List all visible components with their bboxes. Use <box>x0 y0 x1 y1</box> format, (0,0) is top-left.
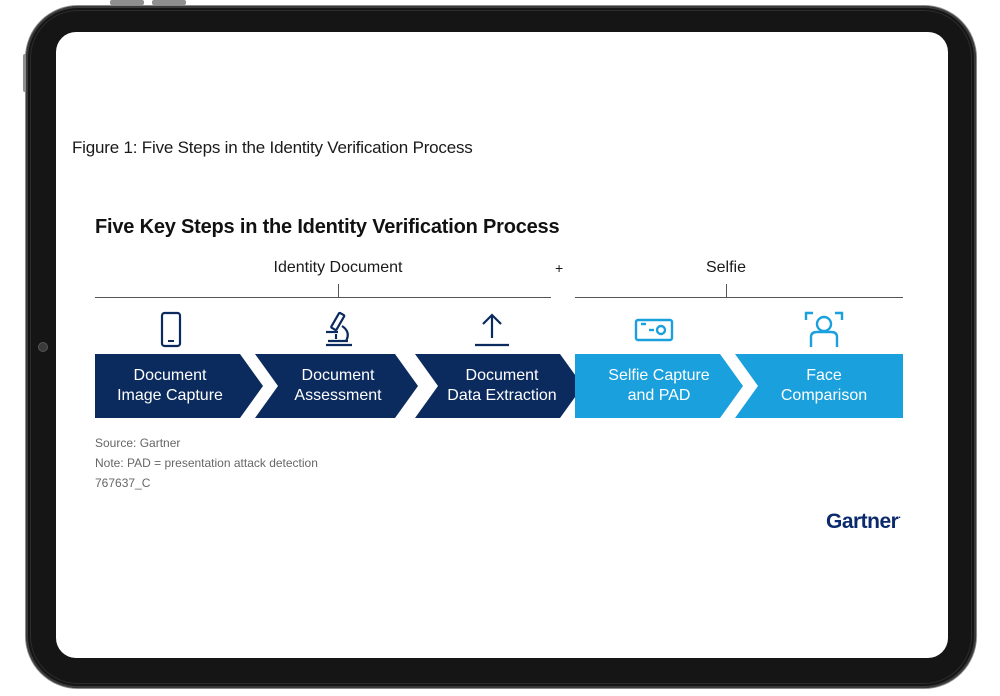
front-camera-icon <box>38 342 48 352</box>
step-shape-document-image-capture <box>95 354 263 418</box>
source-note: Source: Gartner <box>95 436 181 450</box>
gartner-logo: Gartner. <box>826 510 901 534</box>
bracket-selfie <box>575 297 903 298</box>
smartphone-icon <box>160 311 182 348</box>
microscope-icon <box>326 311 352 347</box>
tablet-rim <box>30 10 972 684</box>
step-shape-document-data-extraction <box>415 354 583 418</box>
bracket-tick-selfie <box>726 284 727 297</box>
top-button-right <box>152 0 186 5</box>
step-label-document-assessment: Document Assessment <box>294 367 382 404</box>
figure-caption: Figure 1: Five Steps in the Identity Ver… <box>72 138 473 157</box>
brand-name: Gartner <box>826 510 899 533</box>
group-joiner: + <box>555 260 564 276</box>
diagram-title: Five Key Steps in the Identity Verificat… <box>95 216 560 238</box>
brand-mark: . <box>898 510 901 520</box>
upload-icon <box>475 313 509 347</box>
group-label-selfie: Selfie <box>705 259 747 276</box>
side-button <box>23 54 27 92</box>
step-label-document-data-extraction: Document Data Extraction <box>447 367 557 404</box>
camera-icon <box>634 318 674 342</box>
bracket-identity-document <box>95 297 551 298</box>
step-shape-selfie-capture <box>575 354 743 418</box>
group-label-identity-document: Identity Document <box>273 259 403 276</box>
step-shape-face-comparison <box>735 354 903 418</box>
step-label-document-image-capture: Document Image Capture <box>117 367 223 404</box>
top-button-left <box>110 0 144 5</box>
document-id: 767637_C <box>95 476 151 490</box>
step-shape-document-assessment <box>255 354 418 418</box>
process-steps: Document Image Capture Document Assessme… <box>95 354 903 418</box>
step-label-face-comparison: Face Comparison <box>780 367 868 404</box>
tablet-screen: Figure 1: Five Steps in the Identity Ver… <box>56 32 948 658</box>
abbreviation-note: Note: PAD = presentation attack detectio… <box>95 456 318 470</box>
face-scan-icon <box>804 311 844 347</box>
process-steps-shapes <box>95 354 903 418</box>
step-label-selfie-capture: Selfie Capture and PAD <box>608 367 710 404</box>
bracket-tick-identity-document <box>338 284 339 297</box>
